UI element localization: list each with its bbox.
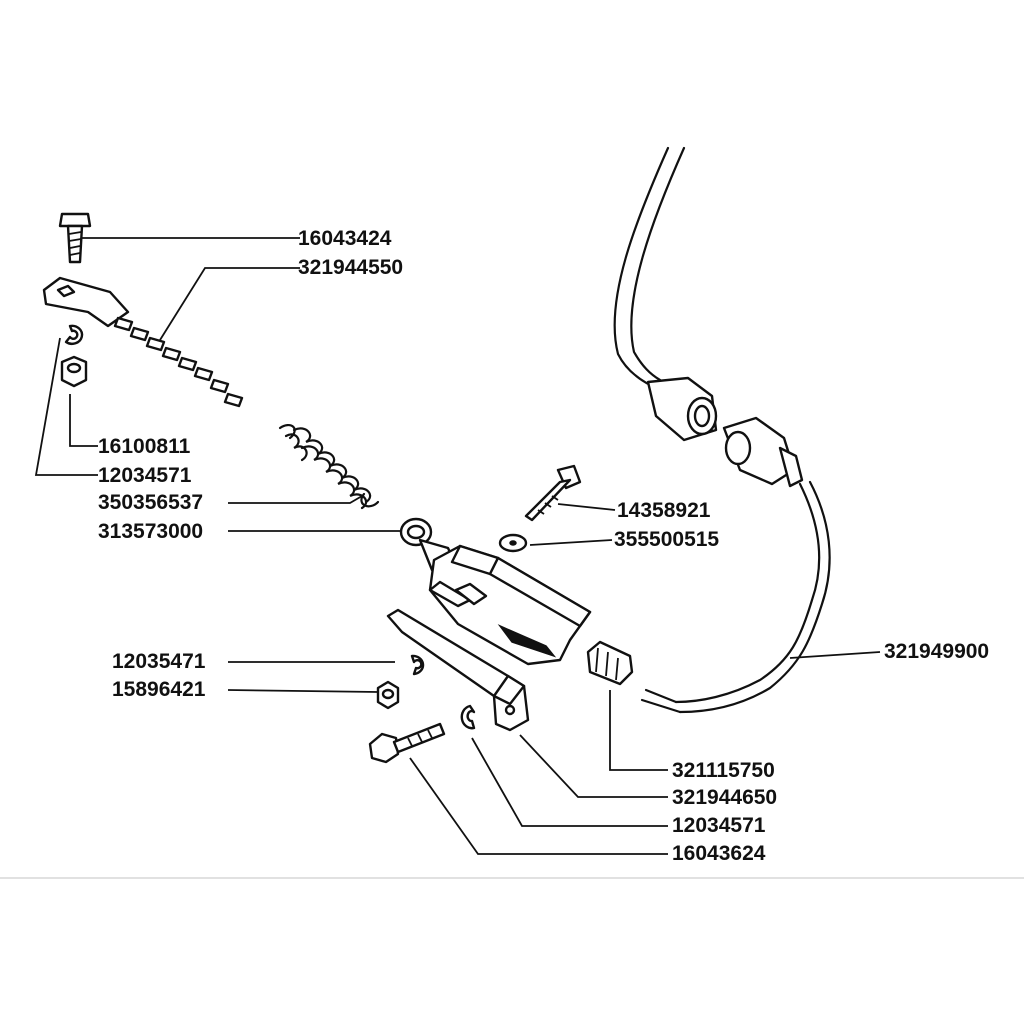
- connector-plug: [646, 376, 718, 442]
- part-labels: 16043424 321944550 16100811 12034571 350…: [98, 227, 989, 865]
- label-16100811: 16100811: [98, 435, 191, 458]
- label-321949900: 321949900: [884, 640, 989, 663]
- switch-body: [418, 538, 592, 666]
- fitting-321115750: [586, 640, 634, 686]
- label-321944650: 321944650: [672, 786, 777, 809]
- leader-355500515: [529, 539, 613, 546]
- chain-assembly-321944550: [42, 276, 244, 408]
- label-350356537: 350356537: [98, 491, 203, 514]
- label-321115750: 321115750: [672, 759, 775, 782]
- harness-321949900: [613, 146, 831, 714]
- label-12035471: 12035471: [112, 650, 206, 673]
- leader-15896421: [227, 689, 379, 693]
- leader-350356537: [228, 495, 363, 504]
- clip-12034571-top: [64, 324, 84, 345]
- chain-links: [113, 316, 244, 408]
- nut-16100811: [60, 355, 88, 388]
- label-313573000: 313573000: [98, 520, 203, 543]
- leader-lines: [34, 237, 881, 855]
- leader-12034571-top: [34, 337, 98, 476]
- clip-12034571-bottom: [460, 704, 476, 730]
- label-12034571-bottom: 12034571: [672, 814, 766, 837]
- label-15896421: 15896421: [112, 678, 206, 701]
- leader-16043624: [409, 757, 668, 855]
- leader-321949900: [789, 651, 881, 659]
- label-14358921: 14358921: [617, 499, 711, 522]
- bolt-16043424: [58, 212, 92, 264]
- leader-321944550: [159, 267, 300, 341]
- leader-321944650: [519, 734, 668, 798]
- label-321944550: 321944550: [298, 256, 403, 279]
- leader-321115750: [609, 690, 668, 771]
- leader-12034571-bottom: [471, 737, 668, 827]
- bolt-16043624: [368, 722, 446, 764]
- nut-15896421: [376, 680, 400, 710]
- label-16043424: 16043424: [298, 227, 392, 250]
- clip-12035471: [410, 654, 425, 676]
- label-16043624: 16043624: [672, 842, 766, 865]
- grommet-313573000: [399, 517, 433, 547]
- screw-14358921: [524, 464, 582, 522]
- washer-355500515: [498, 533, 528, 553]
- leader-14358921: [557, 503, 616, 511]
- label-355500515: 355500515: [614, 528, 719, 551]
- plate-321944650: [386, 608, 530, 732]
- leader-16100811: [69, 394, 98, 447]
- spring-350356537: [278, 423, 380, 510]
- connector-socket: [722, 416, 804, 488]
- label-12034571-top: 12034571: [98, 464, 192, 487]
